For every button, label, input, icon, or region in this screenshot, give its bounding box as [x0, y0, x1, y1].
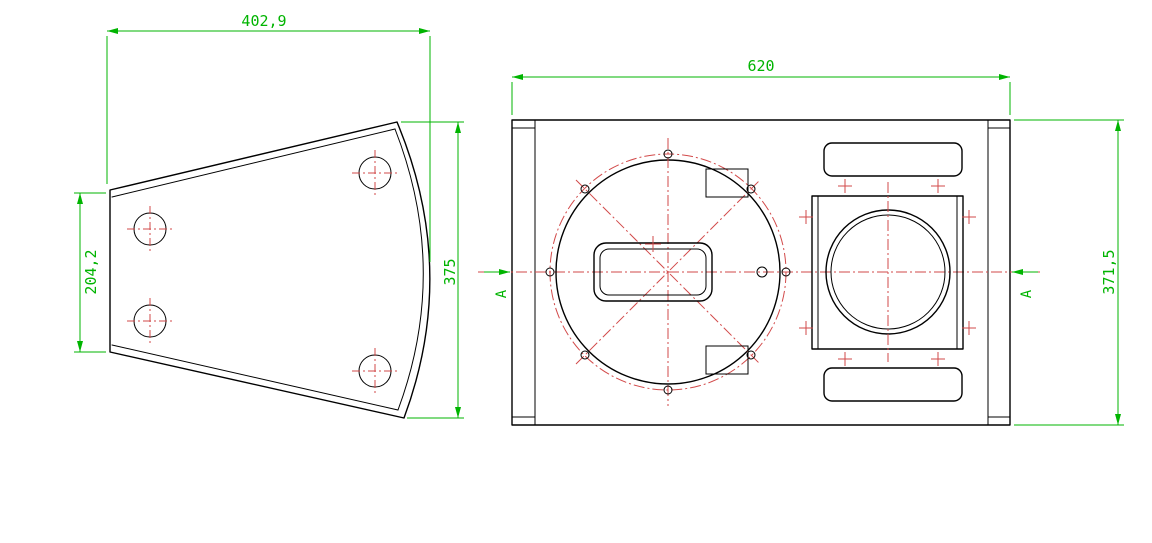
screw-cross — [962, 210, 976, 224]
screw-cross — [931, 352, 945, 366]
horn-screw-marks — [799, 179, 976, 366]
screw-cross — [962, 321, 976, 335]
screw-cross — [931, 179, 945, 193]
section-marker-left: A — [484, 269, 510, 298]
screw-cross — [799, 210, 813, 224]
dimension-label: 375 — [441, 258, 459, 285]
woofer-diagonal — [575, 179, 761, 365]
screw-cross — [799, 321, 813, 335]
bolt-hole — [663, 149, 673, 159]
screw-cross — [838, 352, 852, 366]
small-hole — [756, 266, 768, 278]
dimension-label: 204,2 — [82, 249, 100, 294]
side-panel-outline — [109, 121, 431, 419]
baffle-view: A A 620 371,5 — [478, 57, 1124, 426]
center-port — [593, 236, 713, 302]
horn-cutout — [799, 179, 976, 366]
dim-side-front-height: 375 — [401, 121, 464, 419]
woofer-diagonal — [575, 179, 761, 365]
side-panel-view: 402,9 204,2 375 — [74, 12, 464, 419]
woofer-cutout — [545, 138, 791, 406]
dim-side-back-height: 204,2 — [74, 192, 106, 353]
woofer-bolt-holes — [545, 149, 791, 395]
dimension-label: 371,5 — [1100, 249, 1118, 294]
terminal-cutout — [705, 345, 749, 375]
bolt-hole — [781, 267, 791, 277]
slot-top — [823, 142, 963, 177]
dimension-label: 402,9 — [241, 12, 286, 30]
section-marker-right: A — [1012, 269, 1038, 298]
dim-baffle-width: 620 — [511, 57, 1011, 115]
side-panel-mounting-holes — [127, 150, 398, 394]
side-panel-inner-edges — [111, 128, 424, 411]
bolt-hole — [580, 184, 590, 194]
dim-side-width: 402,9 — [106, 12, 431, 262]
terminal-cutout — [705, 168, 749, 198]
screw-cross — [838, 179, 852, 193]
bolt-hole — [545, 267, 555, 277]
bolt-hole — [746, 184, 756, 194]
slot-bottom — [823, 367, 963, 402]
dimension-label: 620 — [747, 57, 774, 75]
section-label: A — [1019, 289, 1035, 298]
dim-baffle-height: 371,5 — [1014, 119, 1124, 426]
section-label: A — [494, 289, 510, 298]
bolt-hole — [663, 385, 673, 395]
bolt-hole — [580, 350, 590, 360]
bolt-hole — [746, 350, 756, 360]
